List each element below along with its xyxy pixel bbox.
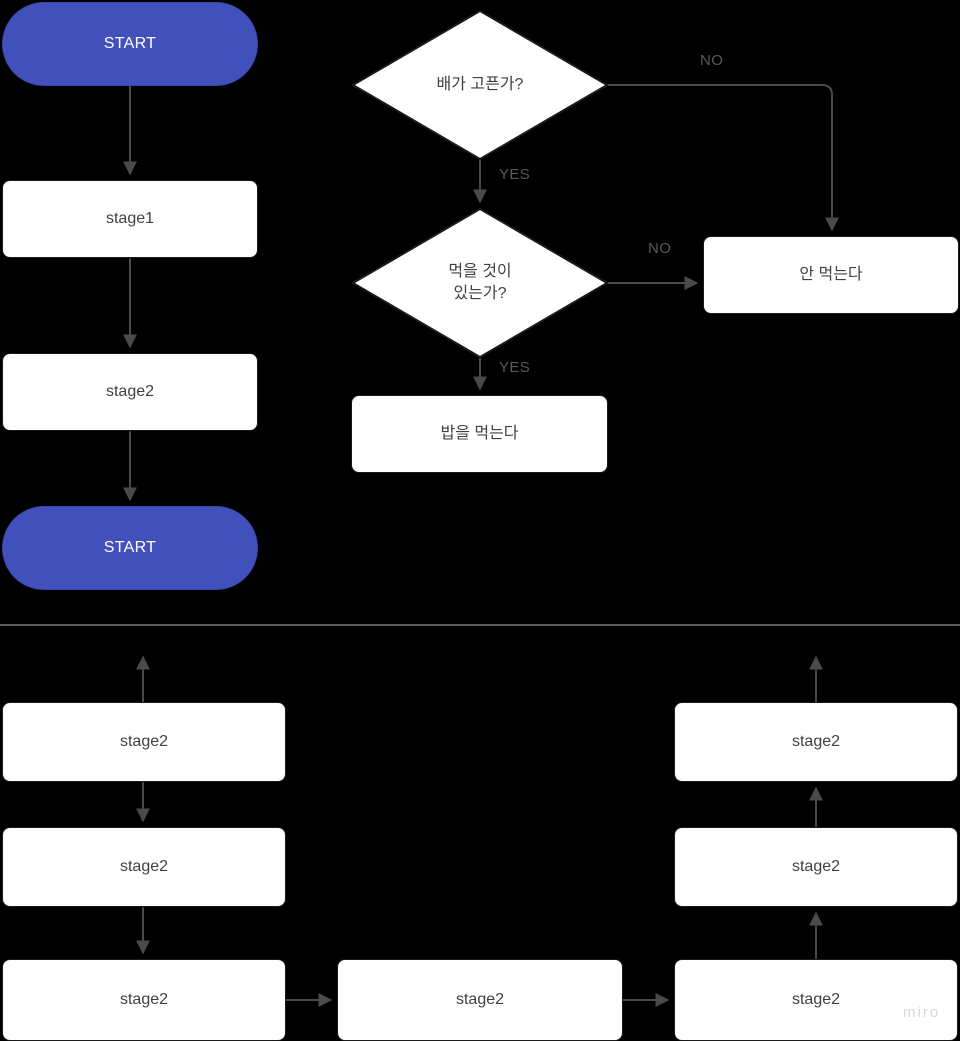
node-label: stage2 (455, 990, 505, 1008)
diamond-shape-icon (352, 208, 608, 358)
node-label: START (103, 538, 157, 556)
node-stage1[interactable]: stage1 (2, 180, 258, 258)
node-stage2-left[interactable]: stage2 (2, 353, 258, 431)
edge-hungry-no (608, 84, 839, 232)
node-stage2-bottom-left-2[interactable]: stage2 (2, 827, 286, 907)
node-label: stage2 (791, 990, 841, 1008)
miro-watermark: miro (903, 1004, 941, 1021)
node-label: stage2 (105, 382, 155, 400)
node-label: stage1 (105, 209, 155, 227)
edge-label-food-no: NO (648, 240, 672, 257)
diamond-shape-icon (352, 10, 608, 160)
node-start-top[interactable]: START (2, 2, 258, 86)
node-label: stage2 (791, 857, 841, 875)
node-stage2-bottom-right-1[interactable]: stage2 (674, 702, 958, 782)
node-label: stage2 (791, 732, 841, 750)
node-start-bottom[interactable]: START (2, 506, 258, 590)
node-label: stage2 (119, 990, 169, 1008)
node-action-eat[interactable]: 밥을 먹는다 (351, 395, 608, 473)
node-label: 배가 고픈가? (436, 76, 524, 94)
node-action-dont-eat[interactable]: 안 먹는다 (703, 236, 959, 314)
node-label: 밥을 먹는다 (440, 424, 519, 442)
node-label: 먹을 것이 있는가? (448, 263, 512, 302)
node-label: stage2 (119, 732, 169, 750)
node-label: 안 먹는다 (799, 265, 863, 283)
edge-label-hungry-no: NO (700, 52, 724, 69)
node-stage2-bottom-right-2[interactable]: stage2 (674, 827, 958, 907)
edge-label-food-yes: YES (499, 359, 531, 376)
edge-label-hungry-yes: YES (499, 166, 531, 183)
node-stage2-bottom-left-1[interactable]: stage2 (2, 702, 286, 782)
section-divider (0, 624, 960, 626)
node-stage2-bottom-middle[interactable]: stage2 (337, 959, 623, 1041)
node-stage2-bottom-right-3[interactable]: stage2 (674, 959, 958, 1041)
node-label: START (103, 34, 157, 52)
node-decision-hungry[interactable]: 배가 고픈가? (352, 10, 608, 160)
node-stage2-bottom-left-3[interactable]: stage2 (2, 959, 286, 1041)
node-label: stage2 (119, 857, 169, 875)
node-decision-food-available[interactable]: 먹을 것이 있는가? (352, 208, 608, 358)
